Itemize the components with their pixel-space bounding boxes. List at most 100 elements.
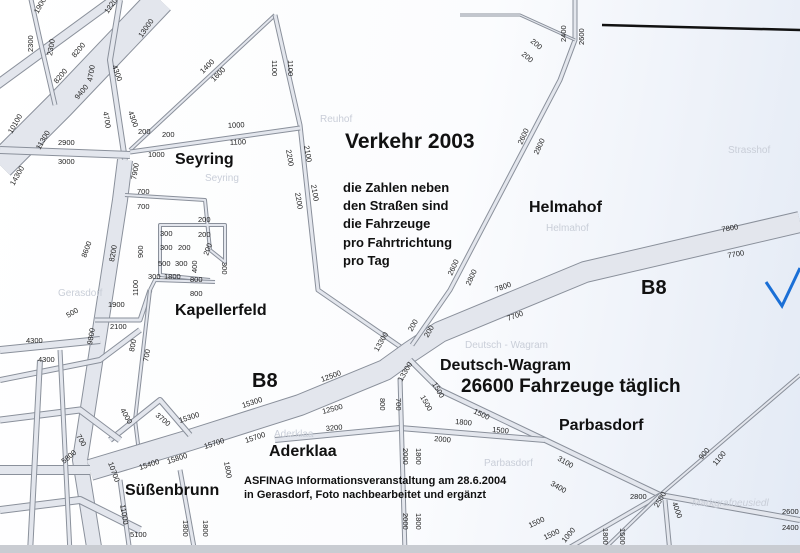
traffic-count-label: 800	[190, 289, 203, 298]
traffic-count-label: 4700	[85, 64, 97, 82]
traffic-count-label: 2300	[45, 38, 57, 56]
road-surface	[108, 0, 127, 161]
traffic-count-label: 8200	[107, 244, 119, 262]
road-surface	[410, 0, 577, 346]
traffic-count-label: 200	[198, 215, 211, 224]
faint-gerasdorf: Gerasdorf	[58, 288, 103, 299]
traffic-count-label: 2000	[434, 434, 451, 444]
traffic-count-label: 2100	[110, 322, 127, 331]
place-aderklaa: Aderklaa	[269, 443, 337, 460]
traffic-count-label: 2800	[464, 268, 479, 287]
traffic-count-label: 2000	[401, 448, 410, 465]
black-rule-line	[601, 23, 800, 32]
traffic-count-label: 4300	[26, 336, 43, 345]
road-label-b8-east: B8	[641, 277, 667, 299]
traffic-count-label: 200	[520, 50, 535, 65]
traffic-count-label: 2200	[284, 149, 296, 167]
traffic-count-label: 15300	[178, 410, 201, 425]
faint-markgrafneusiedl: Markgrafneusiedl	[692, 498, 769, 509]
road-surface	[559, 493, 661, 553]
traffic-count-label: 3400	[549, 479, 568, 495]
traffic-count-label: 900	[697, 446, 712, 461]
traffic-count-label: 1100	[270, 60, 279, 76]
road-surface	[108, 398, 192, 442]
traffic-count-label: 200	[529, 37, 544, 52]
road-surface	[0, 407, 122, 442]
faint-aderklaa: Aderklaa	[274, 429, 314, 440]
traffic-count-label: 4300	[126, 110, 140, 129]
note-line: den Straßen sind	[343, 198, 449, 213]
map-title: Verkehr 2003	[345, 130, 475, 153]
traffic-count-label: 3000	[58, 157, 75, 166]
road-surface	[124, 194, 226, 281]
traffic-count-label: 1500	[492, 425, 509, 435]
road-surface	[659, 374, 800, 496]
blue-marker-stroke	[764, 267, 800, 310]
traffic-count-label: 700	[137, 202, 150, 211]
place-suessenbrunn: Süßenbrunn	[125, 482, 219, 499]
traffic-count-label: 200	[138, 127, 151, 136]
traffic-count-label: 1000	[228, 120, 245, 130]
traffic-count-label: 4000	[670, 501, 684, 520]
traffic-count-label: 1000	[560, 526, 578, 545]
traffic-count-label: 1800	[222, 461, 234, 479]
faint-helmahof: Helmahof	[546, 223, 589, 234]
headline-vehicles-daily: 26600 Fahrzeuge täglich	[461, 376, 681, 397]
place-kapellerfeld: Kapellerfeld	[175, 302, 267, 319]
traffic-count-label: 1800	[164, 272, 181, 281]
road-surface	[95, 289, 152, 322]
traffic-count-label: 800	[190, 275, 203, 284]
traffic-count-label: 11000	[118, 504, 130, 526]
road-edge	[460, 13, 576, 42]
road-surface	[29, 0, 57, 106]
traffic-count-label: 1100	[286, 60, 295, 76]
traffic-count-label: 2200	[293, 192, 305, 210]
traffic-count-label: 9800	[85, 327, 97, 345]
road-surface	[408, 358, 661, 497]
place-helmahof: Helmahof	[529, 199, 603, 216]
traffic-count-label: 300	[220, 262, 229, 275]
traffic-count-label: 700	[394, 398, 403, 411]
traffic-count-label: 3100	[556, 454, 575, 470]
traffic-count-label: 300	[160, 229, 173, 238]
road-surface	[0, 0, 171, 175]
traffic-count-label: 700	[141, 348, 152, 362]
traffic-count-label: 200	[201, 242, 214, 257]
traffic-count-label: 1800	[201, 520, 210, 537]
traffic-count-label: 1900	[108, 300, 125, 309]
faint-seyring: Seyring	[205, 173, 239, 184]
road-surface	[460, 14, 576, 41]
note-line: pro Fahrtrichtung	[343, 235, 452, 250]
traffic-count-label: 800	[378, 398, 387, 411]
road-surface	[659, 493, 800, 522]
road-surface	[149, 279, 216, 291]
faint-strasshof: Strasshof	[728, 145, 770, 156]
traffic-count-label: 1800	[181, 520, 190, 537]
traffic-count-label: 1800	[455, 417, 472, 427]
traffic-count-label: 200	[198, 230, 211, 239]
traffic-count-label: 400	[190, 260, 199, 273]
traffic-count-label: 2100	[309, 184, 321, 202]
traffic-count-label: 2800	[630, 492, 647, 501]
road-surface	[273, 14, 406, 352]
road-surface	[398, 377, 407, 553]
road-surface	[0, 328, 142, 382]
traffic-count-label: 2300	[26, 35, 35, 52]
traffic-count-label: 3200	[325, 423, 342, 433]
note-line: pro Tag	[343, 253, 390, 268]
traffic-count-label: 300	[175, 259, 188, 268]
traffic-count-label: 2100	[302, 145, 314, 163]
traffic-count-label: 4700	[101, 111, 113, 129]
traffic-count-label: 1800	[414, 448, 423, 465]
road-surface	[0, 337, 101, 353]
traffic-count-label: 200	[406, 318, 420, 333]
place-deutsch-wagram: Deutsch-Wagram	[440, 357, 571, 374]
road-surface	[0, 147, 131, 158]
road-surface	[28, 359, 42, 553]
traffic-count-label: 2600	[577, 28, 586, 45]
road-surface	[0, 0, 120, 88]
road-label-b8-west: B8	[252, 370, 278, 392]
traffic-count-label: 2400	[559, 25, 568, 42]
traffic-count-label: 1500	[618, 528, 627, 545]
